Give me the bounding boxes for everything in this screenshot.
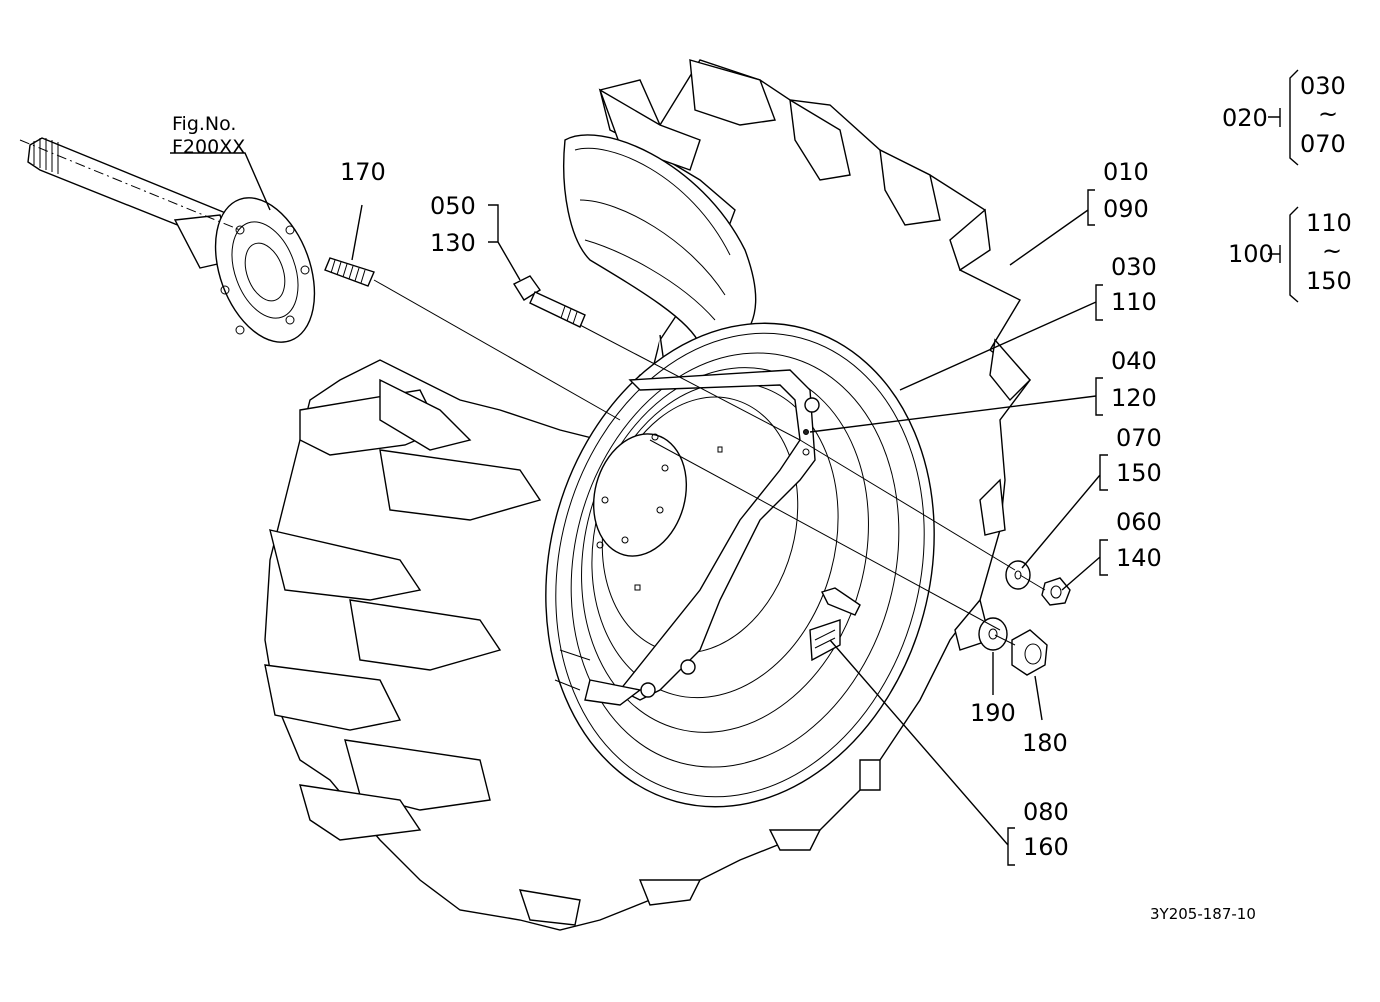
nut-180 <box>1011 629 1048 676</box>
legend-020-parent: 020 <box>1222 104 1268 132</box>
callout-070: 070 <box>1116 424 1162 452</box>
callout-190: 190 <box>970 699 1016 727</box>
callout-170: 170 <box>340 158 386 186</box>
callout-030: 030 <box>1111 253 1157 281</box>
stud-bolt-170 <box>324 257 375 287</box>
washer-070 <box>1005 560 1031 590</box>
callout-130: 130 <box>430 229 476 257</box>
callout-110: 110 <box>1111 288 1157 316</box>
callout-160: 160 <box>1023 833 1069 861</box>
legend-020-to: 070 <box>1300 130 1346 158</box>
callout-080: 080 <box>1023 798 1069 826</box>
legend-020-tilde: ~ <box>1318 100 1338 128</box>
legend-100-from: 110 <box>1306 209 1352 237</box>
legend-100-parent: 100 <box>1228 240 1274 268</box>
callout-050: 050 <box>430 192 476 220</box>
leader-lines <box>170 69 1299 866</box>
callout-140: 140 <box>1116 544 1162 572</box>
wheel-rim <box>545 322 935 808</box>
axle-shaft <box>19 137 316 343</box>
nut-060 <box>1041 577 1071 606</box>
callout-150: 150 <box>1116 459 1162 487</box>
legend-100-to: 150 <box>1306 267 1352 295</box>
drawing-number: 3Y205-187-10 <box>1150 905 1256 923</box>
hex-bolt-050 <box>512 275 586 328</box>
callout-040: 040 <box>1111 347 1157 375</box>
legend-100-tilde: ~ <box>1322 237 1342 265</box>
callout-090: 090 <box>1103 195 1149 223</box>
callout-060: 060 <box>1116 508 1162 536</box>
callout-010: 010 <box>1103 158 1149 186</box>
callout-180: 180 <box>1022 729 1068 757</box>
legend-020-from: 030 <box>1300 72 1346 100</box>
washer-190 <box>978 617 1008 651</box>
callout-120: 120 <box>1111 384 1157 412</box>
fig-ref-code: F200XX <box>172 136 245 158</box>
fig-ref-title: Fig.No. <box>172 113 236 135</box>
